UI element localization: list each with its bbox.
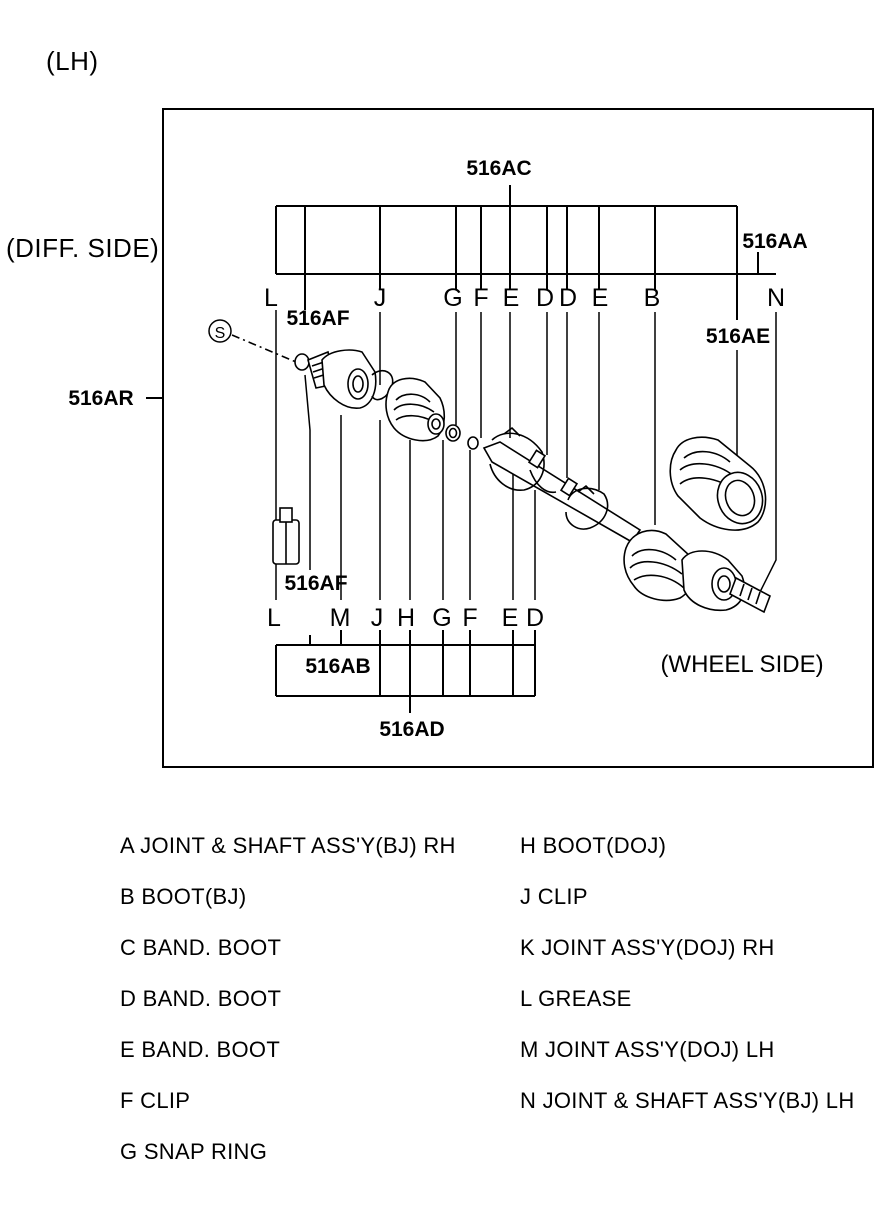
- legend-item: J CLIP: [520, 884, 588, 909]
- code-516ae: 516AE: [706, 325, 770, 348]
- bottom-letters: L M J H G F E D: [267, 604, 544, 632]
- letter-label: J: [371, 604, 384, 632]
- letter-label: D: [559, 284, 577, 312]
- code-516ab: 516AB: [305, 655, 370, 678]
- code-516ar: 516AR: [68, 387, 133, 410]
- bottom-leaders: [304, 374, 536, 600]
- letter-label: E: [502, 604, 519, 632]
- legend-item: N JOINT & SHAFT ASS'Y(BJ) LH: [520, 1088, 855, 1113]
- legend-item: M JOINT ASS'Y(DOJ) LH: [520, 1037, 775, 1062]
- code-516ad: 516AD: [379, 718, 444, 741]
- letter-label: M: [330, 604, 351, 632]
- legend-item: B BOOT(BJ): [120, 884, 247, 909]
- diagram-frame: [162, 108, 874, 768]
- parts-drawing: [231, 334, 771, 614]
- side-label: (LH): [46, 46, 99, 76]
- code-516af-bottom: 516AF: [284, 572, 347, 595]
- legend-item: F CLIP: [120, 1088, 191, 1113]
- code-516af-top: 516AF: [286, 307, 349, 330]
- sealant-symbol: S: [208, 319, 232, 343]
- legend-item: E BAND. BOOT: [120, 1037, 281, 1062]
- letter-label: G: [432, 604, 451, 632]
- letter-label: F: [473, 284, 488, 312]
- top-letters: L J G F E D D E B N: [264, 284, 785, 312]
- diff-side-label: (DIFF. SIDE): [6, 233, 160, 263]
- bottom-bracket: [275, 630, 536, 713]
- code-516ac: 516AC: [466, 157, 531, 180]
- legend-item: A JOINT & SHAFT ASS'Y(BJ) RH: [120, 833, 456, 858]
- legend-item: H BOOT(DOJ): [520, 833, 667, 858]
- top-bracket: [275, 185, 776, 320]
- legend-item: L GREASE: [520, 986, 632, 1011]
- letter-label: E: [503, 284, 520, 312]
- letter-label: L: [264, 284, 278, 312]
- letter-label: J: [374, 284, 387, 312]
- letter-label: F: [462, 604, 477, 632]
- legend-item: G SNAP RING: [120, 1139, 268, 1164]
- letter-label: L: [267, 604, 281, 632]
- wheel-side-label: (WHEEL SIDE): [660, 651, 823, 678]
- code-516aa: 516AA: [742, 230, 807, 253]
- svg-text:S: S: [215, 325, 226, 342]
- legend-item: D BAND. BOOT: [120, 986, 282, 1011]
- legend-item: C BAND. BOOT: [120, 935, 282, 960]
- letter-label: B: [644, 284, 661, 312]
- letter-label: G: [443, 284, 462, 312]
- legend-item: K JOINT ASS'Y(DOJ) RH: [520, 935, 775, 960]
- letter-label: D: [536, 284, 554, 312]
- letter-label: N: [767, 284, 785, 312]
- letter-label: H: [397, 604, 415, 632]
- letter-label: D: [526, 604, 544, 632]
- drive-shaft-diagram: S 516AC 516AA 516AF 516AE 516AR 516AF 51…: [68, 157, 823, 741]
- letter-label: E: [592, 284, 609, 312]
